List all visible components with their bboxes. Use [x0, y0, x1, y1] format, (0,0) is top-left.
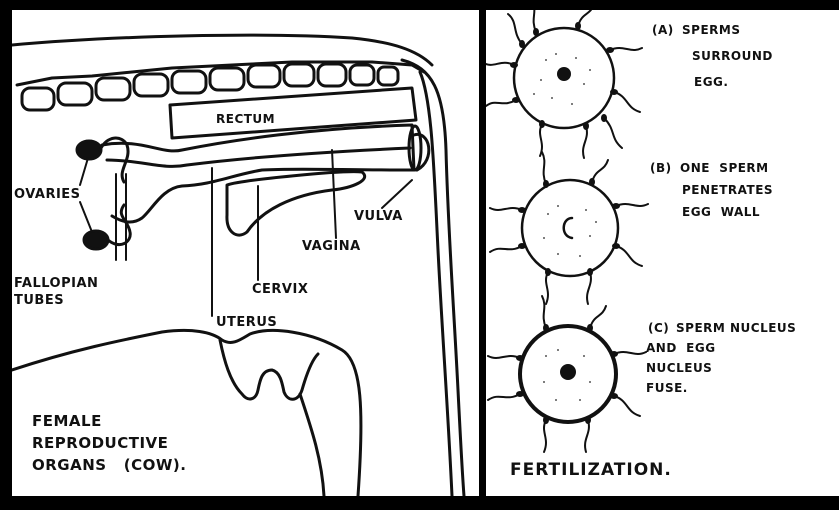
egg-a	[486, 10, 642, 158]
step-a-line2: SURROUND	[692, 50, 773, 63]
egg-b	[490, 152, 648, 304]
vagina-label: VAGINA	[302, 240, 361, 254]
ovaries-pointer-top	[80, 158, 88, 185]
step-c-line4: FUSE.	[646, 382, 688, 395]
fertilization-caption: FERTILIZATION.	[510, 462, 672, 480]
cow-organs-panel: RECTUM OVARIES FALLOPIAN TUBES UTERUS CE…	[12, 10, 479, 496]
fertilization-drawing	[486, 10, 839, 496]
egg-b-entering-sperm-head	[564, 218, 572, 238]
caption-line3: ORGANS (COW).	[32, 458, 186, 474]
step-b-line1: ONE SPERM	[680, 162, 769, 175]
caption-line2: REPRODUCTIVE	[32, 436, 168, 452]
rectum	[170, 88, 416, 138]
vulva-pointer	[382, 180, 412, 208]
step-b-letter: (b)	[650, 162, 672, 175]
caption-line1: FEMALE	[32, 414, 102, 430]
egg-b-sperms	[490, 152, 648, 304]
cervix-label: CERVIX	[252, 283, 308, 297]
ovary-upper	[77, 141, 101, 159]
step-c-line2: AND EGG	[646, 342, 716, 355]
step-b-line3: EGG WALL	[682, 206, 760, 219]
ovaries-label: OVARIES	[14, 188, 81, 202]
fallopian-label-line1: FALLOPIAN	[14, 277, 98, 291]
cervix	[227, 172, 365, 235]
ovary-lower	[84, 231, 108, 249]
vagina-pointer	[332, 150, 336, 238]
egg-a-nucleus	[557, 67, 571, 81]
fertilization-panel: (a) SPERMS SURROUND EGG. (b) ONE SPERM P…	[486, 10, 839, 496]
egg-c-fused-nucleus	[560, 364, 576, 380]
step-c-line3: NUCLEUS	[646, 362, 712, 375]
egg-a-sperms	[486, 10, 642, 158]
uterus-label: UTERUS	[216, 316, 277, 330]
fallopian-label-line2: TUBES	[14, 294, 64, 308]
step-b-line2: PENETRATES	[682, 184, 773, 197]
step-c-line1: SPERM NUCLEUS	[676, 322, 796, 335]
step-a-letter: (a)	[652, 24, 674, 37]
ovaries-pointer-bottom	[80, 202, 92, 232]
vulva-label: VULVA	[354, 210, 403, 224]
rectum-label: RECTUM	[216, 113, 275, 126]
udder	[220, 340, 318, 399]
egg-c	[488, 296, 646, 452]
step-a-line1: SPERMS	[682, 24, 740, 37]
step-c-letter: (c)	[648, 322, 669, 335]
step-a-line3: EGG.	[694, 76, 728, 89]
